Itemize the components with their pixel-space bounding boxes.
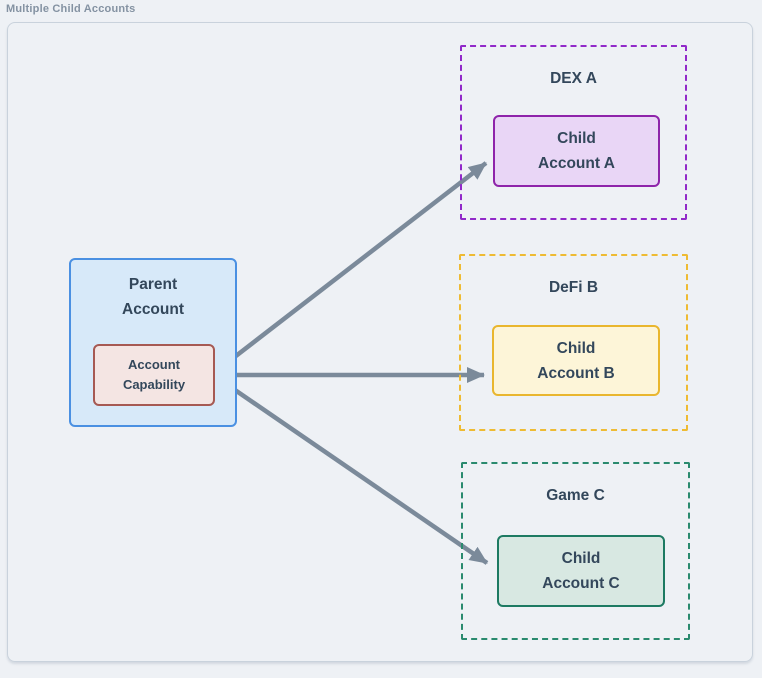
- child-account-c-label: Child Account C: [542, 550, 620, 592]
- child-account-a-node: Child Account A: [493, 115, 660, 187]
- account-capability-node: Account Capability: [93, 344, 215, 406]
- group-defi-b: DeFi B Child Account B: [459, 254, 688, 431]
- diagram-title: Multiple Child Accounts: [6, 3, 136, 15]
- child-account-a-label: Child Account A: [538, 130, 615, 172]
- group-dex-a-title: DEX A: [550, 70, 597, 87]
- group-defi-b-title: DeFi B: [548, 279, 599, 296]
- child-account-b-label: Child Account B: [537, 339, 615, 382]
- group-dex-a: DEX A Child Account A: [460, 45, 687, 220]
- child-account-c-node: Child Account C: [497, 535, 665, 607]
- child-account-b-node: Child Account B: [492, 325, 660, 396]
- parent-account-node: Parent Account Account Capability: [69, 258, 237, 427]
- group-game-c-title: Game C: [546, 487, 605, 504]
- diagram-frame: [7, 22, 753, 662]
- group-game-c: Game C Child Account C: [461, 462, 690, 640]
- parent-account-label: Parent Account: [122, 276, 184, 318]
- account-capability-label: Account Capability: [122, 357, 186, 392]
